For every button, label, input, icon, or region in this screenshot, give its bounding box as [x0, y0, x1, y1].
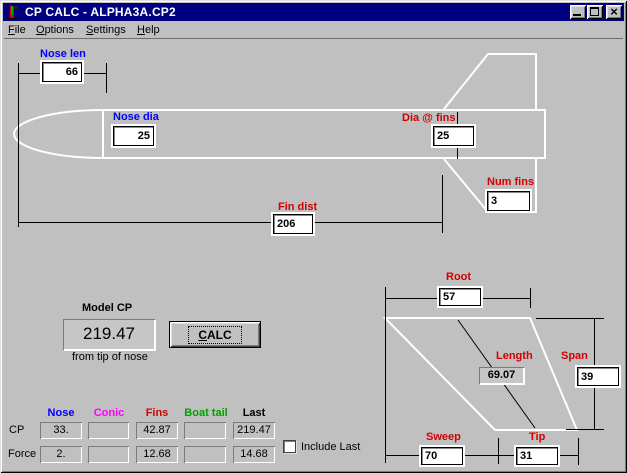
cp-nose-cell: 33. [40, 422, 82, 439]
model-cp-value: 219.47 [63, 319, 155, 350]
length-value: 69.07 [479, 367, 524, 384]
tip-input[interactable] [516, 447, 558, 465]
cp-row-label: CP [9, 424, 25, 436]
dia-at-fins-input[interactable] [433, 126, 474, 146]
col-header-fins: Fins [145, 407, 169, 419]
menu-bar: File Options Settings Help [4, 21, 623, 38]
nose-len-input[interactable] [42, 62, 82, 82]
force-last-cell: 14.68 [233, 446, 275, 463]
force-nose-cell: 2. [40, 446, 82, 463]
root-label: Root [446, 271, 472, 283]
maximize-button[interactable] [587, 5, 603, 19]
close-icon [606, 4, 622, 19]
fin-dist-label: Fin dist [278, 201, 318, 213]
cp-fins-cell: 42.87 [136, 422, 178, 439]
sweep-label: Sweep [426, 431, 461, 443]
cp-conic-cell [88, 422, 129, 439]
title-bar: CP CALC - ALPHA3A.CP2 [3, 3, 624, 21]
sweep-input[interactable] [421, 447, 463, 465]
nose-len-label: Nose len [40, 48, 86, 60]
length-label: Length [496, 350, 533, 362]
model-cp-label: Model CP [82, 302, 133, 314]
model-cp-caption: from tip of nose [72, 351, 148, 363]
menu-settings[interactable]: Settings [86, 24, 126, 36]
nose-dia-input[interactable] [113, 126, 154, 146]
span-input[interactable] [577, 367, 619, 386]
root-input[interactable] [439, 288, 481, 306]
force-row-label: Force [8, 448, 37, 460]
col-header-nose: Nose [47, 407, 75, 419]
menu-separator [4, 38, 623, 39]
include-last-label: Include Last [301, 441, 361, 453]
cp-boat-tail-cell [184, 422, 226, 439]
close-button[interactable] [606, 5, 622, 19]
col-header-boat-tail: Boat tail [184, 407, 228, 419]
num-fins-input[interactable] [487, 191, 530, 211]
include-last-checkbox[interactable] [283, 440, 296, 453]
menu-options[interactable]: Options [36, 24, 74, 36]
col-header-conic: Conic [93, 407, 125, 419]
calc-button[interactable]: CALC [169, 321, 261, 348]
span-label: Span [561, 350, 588, 362]
menu-help[interactable]: Help [137, 24, 160, 36]
force-fins-cell: 12.68 [136, 446, 178, 463]
nose-dia-label: Nose dia [113, 111, 159, 123]
fin-dist-input[interactable] [273, 214, 313, 234]
dia-at-fins-label: Dia @ fins [402, 112, 456, 124]
tip-label: Tip [529, 431, 546, 443]
cp-last-cell: 219.47 [233, 422, 275, 439]
maximize-icon [590, 7, 599, 16]
minimize-icon [573, 14, 581, 16]
col-header-last: Last [242, 407, 266, 419]
force-boat-tail-cell [184, 446, 226, 463]
rocket-icon [5, 4, 21, 20]
num-fins-label: Num fins [487, 176, 535, 188]
menu-file[interactable]: File [8, 24, 26, 36]
minimize-button[interactable] [570, 5, 586, 19]
force-conic-cell [88, 446, 129, 463]
window-title: CP CALC - ALPHA3A.CP2 [25, 5, 176, 19]
